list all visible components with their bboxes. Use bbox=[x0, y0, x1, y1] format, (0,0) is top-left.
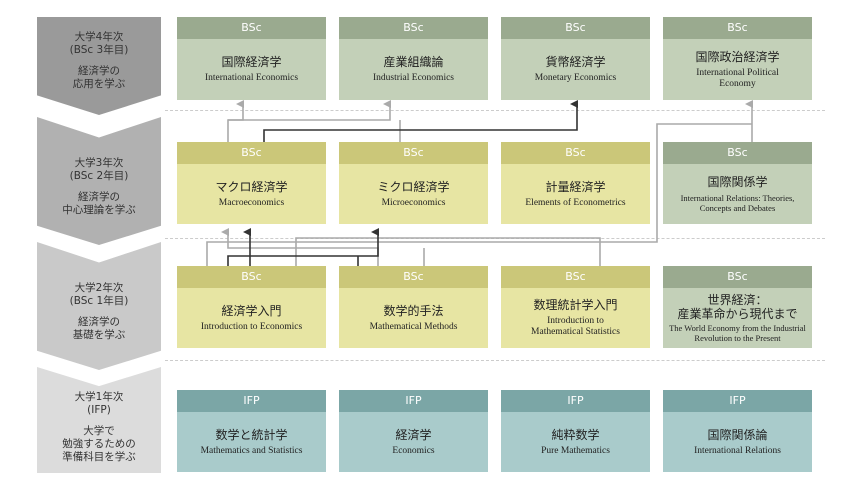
course-title-jp: ミクロ経済学 bbox=[377, 179, 450, 194]
course-level-tag: BSc bbox=[177, 17, 326, 39]
course-title-jp: 純粋数学 bbox=[551, 427, 600, 442]
course-title-en: International Relations bbox=[694, 445, 781, 456]
course-level-tag: BSc bbox=[177, 266, 326, 288]
course-title-jp: 産業組織論 bbox=[383, 55, 444, 69]
course-econometrics[interactable]: BSc 計量経済学 Elements of Econometrics bbox=[501, 142, 650, 224]
course-title-en: Macroeconomics bbox=[218, 197, 285, 208]
course-title-jp: 貨幣経済学 bbox=[545, 55, 606, 69]
course-title-en: Mathematical Methods bbox=[369, 321, 458, 332]
course-title-jp: 国際政治経済学 bbox=[695, 49, 780, 64]
course-title-jp: 経済学 bbox=[395, 427, 432, 442]
course-ifp-international-relations[interactable]: IFP 国際関係論 International Relations bbox=[663, 390, 812, 472]
course-title-jp: 国際関係学 bbox=[707, 175, 768, 189]
course-title-en: Introduction to Economics bbox=[200, 321, 303, 332]
course-title-jp: 数理統計学入門 bbox=[533, 298, 618, 312]
connector-line bbox=[228, 100, 391, 121]
course-title-en: Monetary Economics bbox=[534, 73, 617, 83]
course-level-tag: BSc bbox=[501, 17, 650, 39]
year-3-title: 大学3年次 (BSc 2年目) bbox=[69, 157, 129, 182]
course-level-tag: BSc bbox=[339, 266, 488, 288]
course-ifp-economics[interactable]: IFP 経済学 Economics bbox=[339, 390, 488, 472]
year-4-title: 大学4年次 (BSc 3年目) bbox=[69, 31, 129, 56]
course-monetary-economics[interactable]: BSc 貨幣経済学 Monetary Economics bbox=[501, 17, 650, 100]
connector-line bbox=[227, 100, 244, 142]
row-divider bbox=[165, 110, 825, 111]
course-title-jp: 経済学入門 bbox=[221, 303, 282, 318]
course-title-jp: 計量経済学 bbox=[545, 179, 606, 194]
course-level-tag: BSc bbox=[339, 17, 488, 39]
year-1-desc: 大学で 勉強するための 準備科目を学ぶ bbox=[62, 424, 136, 463]
course-introduction-to-economics[interactable]: BSc 経済学入門 Introduction to Economics bbox=[177, 266, 326, 348]
course-title-en: The World Economy from the Industrial Re… bbox=[669, 323, 806, 343]
course-level-tag: BSc bbox=[177, 142, 326, 164]
connector-line bbox=[295, 237, 601, 266]
course-level-tag: BSc bbox=[501, 142, 650, 164]
course-macroeconomics[interactable]: BSc マクロ経済学 Macroeconomics bbox=[177, 142, 326, 224]
course-title-jp: 世界経済： 産業革命から現代まで bbox=[677, 293, 798, 321]
course-title-en: Industrial Economics bbox=[373, 73, 454, 83]
course-level-tag: IFP bbox=[339, 390, 488, 412]
course-title-en: Microeconomics bbox=[381, 197, 446, 208]
course-industrial-economics[interactable]: BSc 産業組織論 Industrial Economics bbox=[339, 17, 488, 100]
course-level-tag: IFP bbox=[177, 390, 326, 412]
course-title-en: Mathematics and Statistics bbox=[200, 445, 303, 456]
course-title-en: International Relations: Theories, Conce… bbox=[680, 193, 795, 213]
course-level-tag: BSc bbox=[663, 142, 812, 164]
course-ifp-pure-mathematics[interactable]: IFP 純粋数学 Pure Mathematics bbox=[501, 390, 650, 472]
year-2-desc: 経済学の 基礎を学ぶ bbox=[72, 316, 126, 341]
year-3-label: 大学3年次 (BSc 2年目) 経済学の 中心理論を学ぶ bbox=[37, 117, 161, 245]
course-level-tag: IFP bbox=[501, 390, 650, 412]
year-2-title: 大学2年次 (BSc 1年目) bbox=[69, 282, 129, 307]
course-mathematical-methods[interactable]: BSc 数学的手法 Mathematical Methods bbox=[339, 266, 488, 348]
course-title-jp: マクロ経済学 bbox=[215, 179, 288, 194]
connector-line bbox=[221, 228, 379, 266]
course-title-jp: 数学と統計学 bbox=[215, 427, 288, 442]
course-level-tag: BSc bbox=[501, 266, 650, 288]
year-1-label: 大学1年次 (IFP) 大学で 勉強するための 準備科目を学ぶ bbox=[37, 367, 161, 473]
course-international-relations-theories[interactable]: BSc 国際関係学 International Relations: Theor… bbox=[663, 142, 812, 224]
row-divider bbox=[165, 360, 825, 361]
year-2-label: 大学2年次 (BSc 1年目) 経済学の 基礎を学ぶ bbox=[37, 242, 161, 370]
course-title-jp: 数学的手法 bbox=[383, 303, 444, 318]
course-level-tag: IFP bbox=[663, 390, 812, 412]
connector-line bbox=[227, 228, 379, 266]
year-4-label: 大学4年次 (BSc 3年目) 経済学の 応用を学ぶ bbox=[37, 17, 161, 115]
course-title-en: International Political Economy bbox=[696, 67, 779, 89]
course-title-en: Elements of Econometrics bbox=[525, 197, 626, 208]
course-level-tag: BSc bbox=[663, 266, 812, 288]
connector-line bbox=[263, 100, 578, 142]
year-3-desc: 経済学の 中心理論を学ぶ bbox=[62, 191, 136, 216]
course-world-economy[interactable]: BSc 世界経済： 産業革命から現代まで The World Economy f… bbox=[663, 266, 812, 348]
course-mathematical-statistics[interactable]: BSc 数理統計学入門 Introduction to Mathematical… bbox=[501, 266, 650, 348]
course-title-en: Introduction to Mathematical Statistics bbox=[531, 316, 620, 337]
year-1-title: 大学1年次 (IFP) bbox=[74, 390, 124, 416]
connector-line bbox=[206, 123, 752, 266]
course-level-tag: BSc bbox=[663, 17, 812, 39]
course-microeconomics[interactable]: BSc ミクロ経済学 Microeconomics bbox=[339, 142, 488, 224]
course-title-en: International Economics bbox=[204, 73, 299, 83]
course-ifp-mathematics-statistics[interactable]: IFP 数学と統計学 Mathematics and Statistics bbox=[177, 390, 326, 472]
course-title-en: Economics bbox=[392, 445, 435, 456]
course-title-jp: 国際経済学 bbox=[221, 55, 282, 69]
course-title-en: Pure Mathematics bbox=[541, 445, 610, 456]
course-international-economics[interactable]: BSc 国際経済学 International Economics bbox=[177, 17, 326, 100]
course-title-jp: 国際関係論 bbox=[707, 427, 768, 442]
course-international-political-economy[interactable]: BSc 国際政治経済学 International Political Econ… bbox=[663, 17, 812, 100]
course-level-tag: BSc bbox=[339, 142, 488, 164]
year-4-desc: 経済学の 応用を学ぶ bbox=[72, 65, 126, 90]
